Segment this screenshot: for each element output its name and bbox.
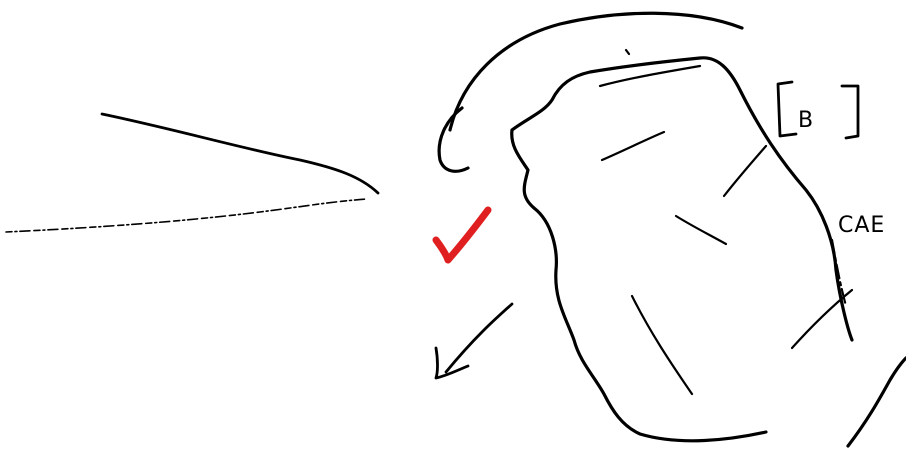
left-arc xyxy=(439,108,468,171)
arrow-down-left-icon xyxy=(436,304,512,378)
inner-stroke-4 xyxy=(676,216,726,244)
check-icon xyxy=(436,210,488,260)
bottom-right-arc xyxy=(848,358,906,446)
inner-dot xyxy=(626,50,629,54)
inner-stroke-5 xyxy=(632,296,692,394)
tapered-stroke-top xyxy=(102,114,378,193)
side-label: CAE xyxy=(838,213,885,238)
bracket-left xyxy=(778,82,796,136)
dashed-line xyxy=(6,199,368,232)
inner-stroke-3 xyxy=(724,146,766,196)
bracket-label: B xyxy=(798,108,814,133)
bracket-right xyxy=(842,86,858,138)
inner-stroke-2 xyxy=(602,132,664,160)
